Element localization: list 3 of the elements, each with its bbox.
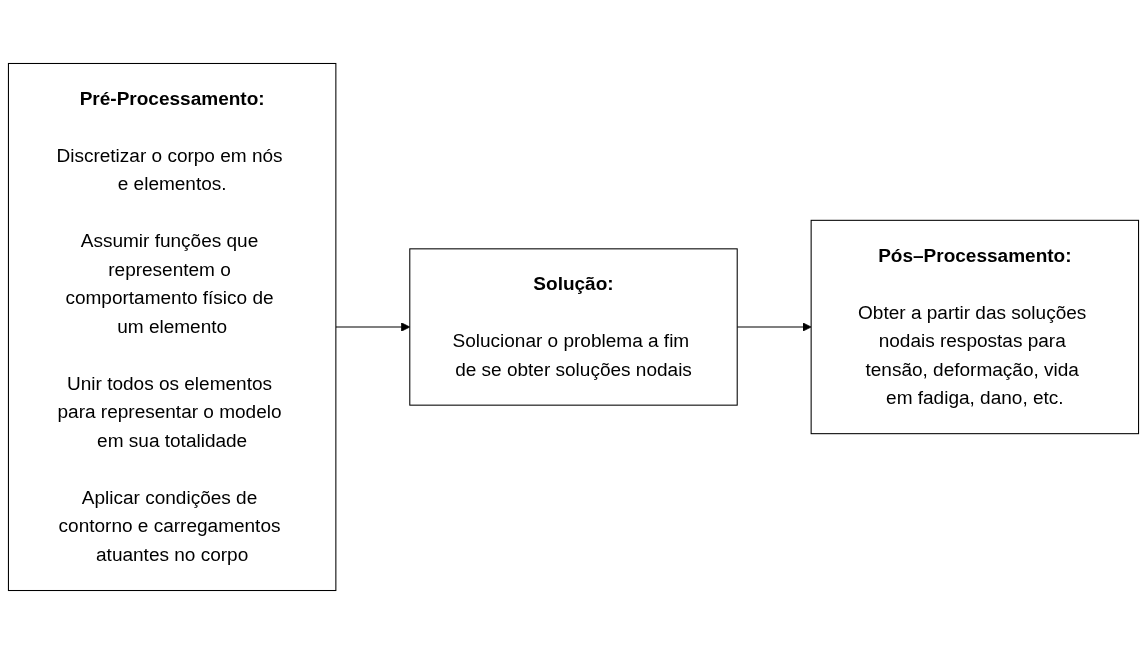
- node-box: Pré-Processamento: Discretizar o corpo em nós e elementos. Assumir funções que representem o comportamento físico de um elemento Unir todos os elementos para representar o modelo em sua totalidade Aplicar condições de contorno e carregamentos atuantes no corpo: [7, 62, 337, 592]
- node-box: Pós–Processamento: Obter a partir das soluções nodais respostas para tensão, deformação, vida em fadiga, dano, etc.: [810, 219, 1140, 435]
- node-box: Solução: Solucionar o problema a fim de se obter soluções nodais: [409, 248, 738, 406]
